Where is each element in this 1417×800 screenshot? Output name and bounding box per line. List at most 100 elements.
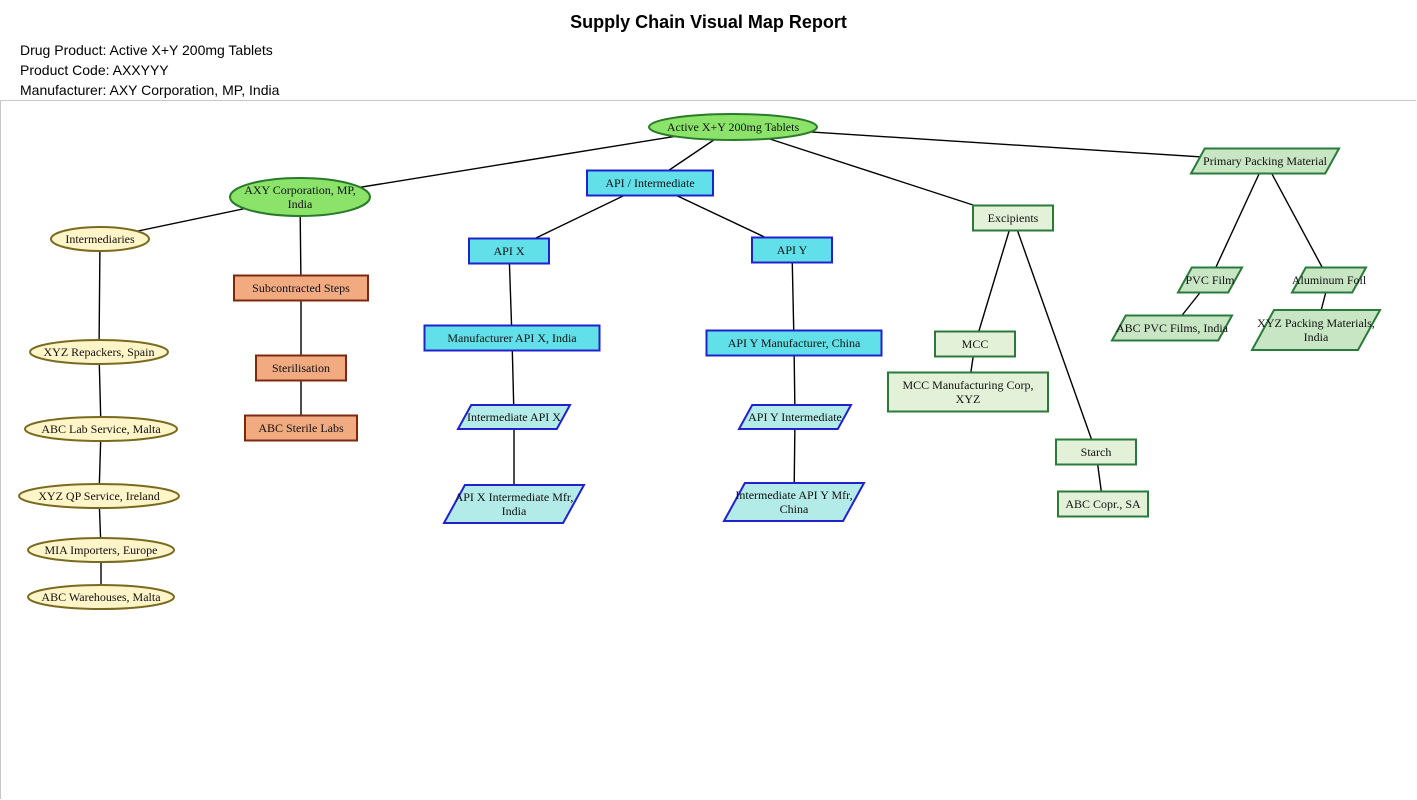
node-sterilisation: Sterilisation xyxy=(255,354,347,382)
node-xyz-packing: XYZ Packing Materials,India xyxy=(1250,309,1382,351)
edge-excipients-mcc xyxy=(974,217,1014,345)
node-mfr-api-y: API Y Manufacturer, China xyxy=(705,329,883,357)
node-api-y: API Y xyxy=(751,236,833,264)
node-label-api-y: API Y xyxy=(777,243,808,257)
node-shape-abc-warehouses xyxy=(27,584,175,610)
edge-intermediaries-xyz-repackers xyxy=(98,238,101,353)
node-label-abc-lab: ABC Lab Service, Malta xyxy=(41,422,161,436)
node-shape-axy xyxy=(229,177,371,217)
node-label-mcc: MCC xyxy=(962,337,989,351)
edge-excipients-starch xyxy=(1012,217,1097,453)
node-shape-mcc-mfr xyxy=(887,371,1049,413)
node-shape-xyz-qp xyxy=(18,483,180,509)
node-label-int-x-mfr: API X Intermediate Mfr, xyxy=(455,490,574,504)
diagram-canvas xyxy=(0,100,1416,799)
node-shape-api-y xyxy=(751,236,833,264)
node-label-xyz-packing: XYZ Packing Materials, xyxy=(1257,316,1375,330)
node-label-xyz-qp: XYZ QP Service, Ireland xyxy=(38,489,160,503)
node-shape-sterilisation xyxy=(255,354,347,382)
node-label-abc-sterile: ABC Sterile Labs xyxy=(258,421,344,435)
node-int-x-mfr: API X Intermediate Mfr,India xyxy=(442,484,586,524)
node-axy: AXY Corporation, MP,India xyxy=(229,177,371,217)
node-shape-pvc-film xyxy=(1176,266,1244,294)
node-shape-mfr-api-y xyxy=(705,329,883,357)
node-abc-warehouses: ABC Warehouses, Malta xyxy=(27,584,175,610)
node-primary-packing: Primary Packing Material xyxy=(1189,147,1341,175)
product-code-line: Product Code: AXXYYY xyxy=(20,62,169,78)
node-label-api-intermediate: API / Intermediate xyxy=(605,176,694,190)
node-label-mfr-api-y: API Y Manufacturer, China xyxy=(728,336,861,350)
node-label-intermediaries: Intermediaries xyxy=(65,232,135,246)
node-subcontracted: Subcontracted Steps xyxy=(233,274,369,302)
node-label-excipients: Excipients xyxy=(988,211,1039,225)
node-api-x: API X xyxy=(468,237,550,265)
drug-product-line: Drug Product: Active X+Y 200mg Tablets xyxy=(20,42,273,58)
node-aluminum-foil: Aluminum Foil xyxy=(1290,266,1368,294)
edge-product-primary-packing xyxy=(732,126,1266,162)
node-abc-pvc: ABC PVC Films, India xyxy=(1110,314,1234,342)
node-xyz-repackers: XYZ Repackers, Spain xyxy=(29,339,169,365)
node-label-xyz-packing: India xyxy=(1304,330,1329,344)
node-shape-mfr-api-x xyxy=(423,324,601,352)
node-label-primary-packing: Primary Packing Material xyxy=(1203,154,1328,168)
node-abc-lab: ABC Lab Service, Malta xyxy=(24,416,178,442)
node-label-product: Active X+Y 200mg Tablets xyxy=(667,120,800,134)
node-shape-int-api-x xyxy=(456,404,572,430)
node-label-subcontracted: Subcontracted Steps xyxy=(252,281,350,295)
edge-api-x-mfr-api-x xyxy=(508,250,513,339)
node-label-api-x: API X xyxy=(493,244,524,258)
node-int-y-mfr: Intermediate API Y Mfr,China xyxy=(722,482,866,522)
node-int-api-x: Intermediate API X xyxy=(456,404,572,430)
node-label-int-api-y: API Y Intermediate xyxy=(748,410,842,424)
node-shape-intermediaries xyxy=(50,226,150,252)
node-label-mfr-api-x: Manufacturer API X, India xyxy=(447,331,577,345)
edge-product-axy xyxy=(299,126,734,198)
node-label-pvc-film: PVC Film xyxy=(1185,273,1235,287)
node-label-mia-importers: MIA Importers, Europe xyxy=(45,543,158,557)
node-shape-subcontracted xyxy=(233,274,369,302)
node-shape-xyz-packing xyxy=(1250,309,1382,351)
manufacturer-line: Manufacturer: AXY Corporation, MP, India xyxy=(20,82,280,98)
node-int-api-y: API Y Intermediate xyxy=(737,404,853,430)
edge-primary-packing-aluminum-foil xyxy=(1264,160,1330,281)
node-starch: Starch xyxy=(1055,438,1137,466)
node-label-abc-copr: ABC Copr., SA xyxy=(1065,497,1141,511)
node-product: Active X+Y 200mg Tablets xyxy=(648,113,818,141)
node-mcc: MCC xyxy=(934,330,1016,358)
node-label-sterilisation: Sterilisation xyxy=(272,361,330,375)
node-api-intermediate: API / Intermediate xyxy=(586,169,714,197)
node-shape-mcc xyxy=(934,330,1016,358)
node-shape-excipients xyxy=(972,204,1054,232)
report-header: Supply Chain Visual Map Report Drug Prod… xyxy=(0,0,1417,100)
node-label-xyz-repackers: XYZ Repackers, Spain xyxy=(44,345,155,359)
node-shape-abc-lab xyxy=(24,416,178,442)
node-shape-int-y-mfr xyxy=(722,482,866,522)
node-intermediaries: Intermediaries xyxy=(50,226,150,252)
node-label-abc-pvc: ABC PVC Films, India xyxy=(1116,321,1229,335)
node-shape-int-api-y xyxy=(737,404,853,430)
node-mia-importers: MIA Importers, Europe xyxy=(27,537,175,563)
node-mcc-mfr: MCC Manufacturing Corp,XYZ xyxy=(887,371,1049,413)
node-abc-sterile: ABC Sterile Labs xyxy=(244,414,358,442)
node-shape-primary-packing xyxy=(1189,147,1341,175)
node-shape-xyz-repackers xyxy=(29,339,169,365)
node-xyz-qp: XYZ QP Service, Ireland xyxy=(18,483,180,509)
node-shape-abc-pvc xyxy=(1110,314,1234,342)
node-label-axy: India xyxy=(288,197,313,211)
node-pvc-film: PVC Film xyxy=(1176,266,1244,294)
node-shape-api-x xyxy=(468,237,550,265)
node-shape-api-intermediate xyxy=(586,169,714,197)
node-label-int-x-mfr: India xyxy=(502,504,527,518)
node-label-axy: AXY Corporation, MP, xyxy=(244,183,356,197)
node-shape-starch xyxy=(1055,438,1137,466)
edge-product-excipients xyxy=(732,126,1014,219)
node-label-abc-warehouses: ABC Warehouses, Malta xyxy=(41,590,161,604)
node-shape-abc-copr xyxy=(1057,490,1149,518)
edge-api-y-mfr-api-y xyxy=(791,249,795,344)
node-excipients: Excipients xyxy=(972,204,1054,232)
node-shape-product xyxy=(648,113,818,141)
node-label-mcc-mfr: XYZ xyxy=(956,392,981,406)
report-title: Supply Chain Visual Map Report xyxy=(570,12,847,32)
